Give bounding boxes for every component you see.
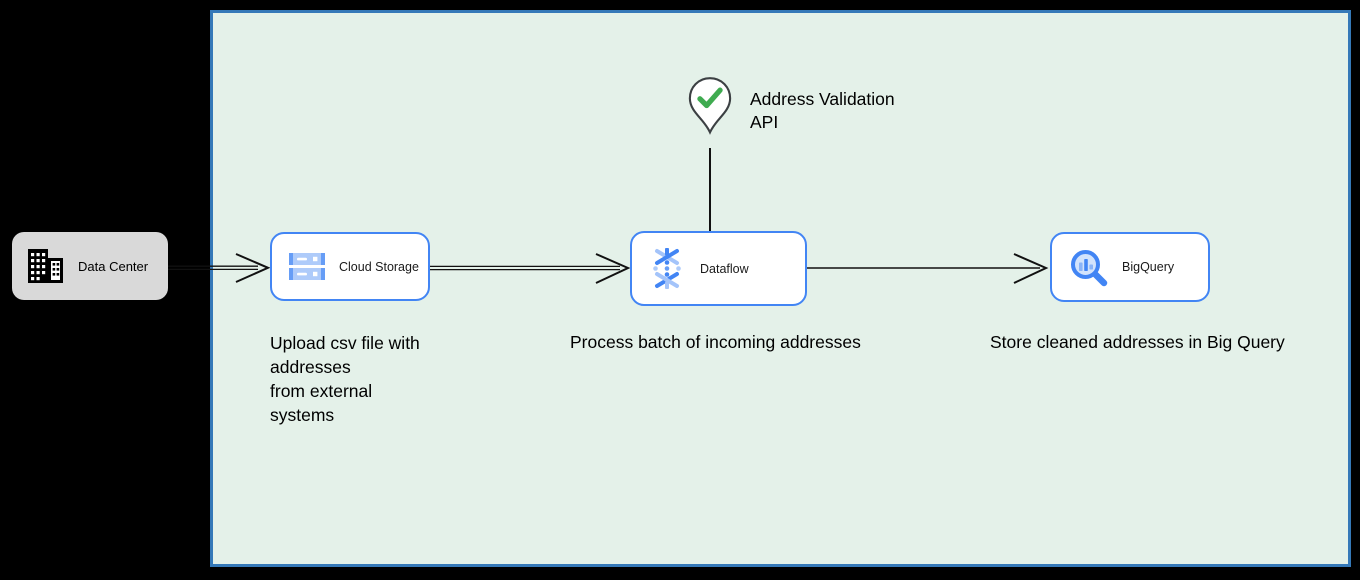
node-dataflow[interactable]: Dataflow — [630, 231, 807, 306]
annotation-line: API — [750, 112, 779, 132]
caption-line: addresses — [270, 357, 351, 377]
node-cloud-storage[interactable]: Cloud Storage — [270, 232, 430, 301]
node-label: Cloud Storage — [339, 259, 419, 274]
cloud-storage-icon — [289, 252, 325, 281]
map-pin-check-icon — [687, 76, 733, 136]
node-label: Dataflow — [700, 261, 749, 276]
node-label: BigQuery — [1122, 260, 1175, 274]
caption-line: systems — [270, 405, 335, 425]
bigquery-icon — [1069, 248, 1108, 287]
caption-line: from external — [270, 381, 373, 401]
caption-store-bigquery: Store cleaned addresses in Big Query — [990, 332, 1285, 352]
building-icon — [27, 249, 64, 283]
caption-line: Upload csv file with — [270, 333, 420, 353]
node-data-center[interactable]: Data Center — [12, 232, 168, 300]
caption-process-batch: Process batch of incoming addresses — [570, 332, 861, 352]
caption-upload-csv: Upload csv file with addresses from exte… — [270, 331, 420, 427]
node-label: Data Center — [78, 258, 149, 274]
annotation-address-validation: Address Validation API — [750, 88, 895, 134]
dataflow-icon — [649, 248, 686, 289]
annotation-line: Address Validation — [750, 89, 895, 109]
node-bigquery[interactable]: BigQuery — [1050, 232, 1210, 302]
